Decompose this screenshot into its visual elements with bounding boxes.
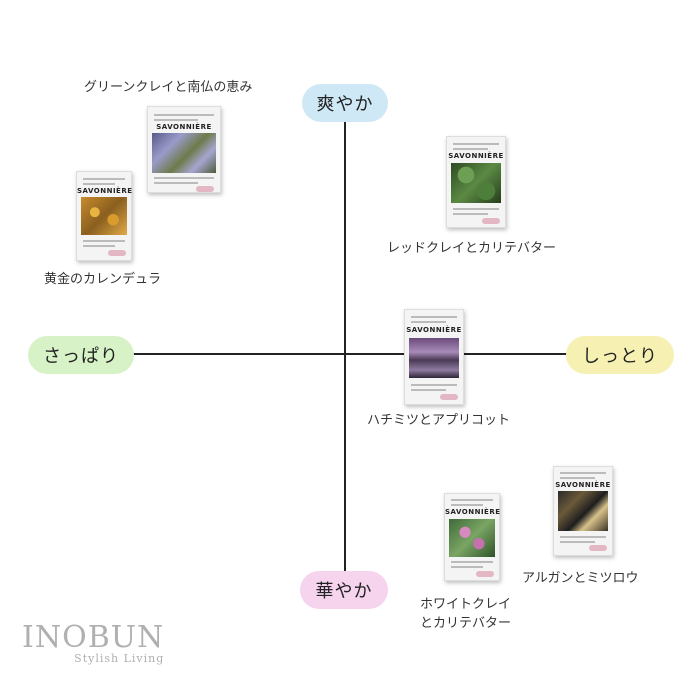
product-label-red-clay: レッドクレイとカリテバター (387, 241, 557, 256)
axis-label-bottom: 華やか (300, 571, 388, 609)
brand-label: SAVONNIÈRE (555, 481, 611, 489)
brand-label: SAVONNIÈRE (77, 187, 133, 195)
logo-name: INOBUN (22, 620, 165, 655)
product-package-argan-beeswax[interactable]: SAVONNIÈRE (553, 466, 613, 556)
product-label-argan-beeswax: アルガンとミツロウ (522, 571, 639, 586)
product-label-green-clay: グリーンクレイと南仏の恵み (84, 80, 253, 95)
brand-label: SAVONNIÈRE (448, 152, 504, 160)
vertical-axis (344, 100, 346, 580)
product-package-green-clay[interactable]: SAVONNIÈRE (147, 106, 221, 193)
product-label-honey-apricot: ハチミツとアプリコット (367, 413, 511, 428)
axis-label-left: さっぱり (28, 336, 134, 374)
product-photo (558, 491, 608, 531)
horizontal-axis (80, 353, 600, 355)
brand-label: SAVONNIÈRE (445, 508, 501, 516)
axis-label-top: 爽やか (302, 84, 388, 122)
product-package-white-clay[interactable]: SAVONNIÈRE (444, 493, 500, 581)
logo-tagline: Stylish Living (74, 652, 165, 665)
axis-label-right: しっとり (566, 336, 674, 374)
product-label-calendula: 黄金のカレンデュラ (44, 272, 162, 287)
product-label-line: ホワイトクレイ (420, 597, 512, 612)
product-label-line: とカリテバター (420, 616, 512, 631)
product-package-calendula[interactable]: SAVONNIÈRE (76, 171, 132, 261)
product-photo (409, 338, 459, 378)
inobun-logo: INOBUN Stylish Living (22, 620, 165, 666)
product-photo (451, 163, 501, 203)
product-photo (449, 519, 495, 557)
product-package-red-clay[interactable]: SAVONNIÈRE (446, 136, 506, 228)
product-photo (152, 133, 216, 173)
product-package-honey-apricot[interactable]: SAVONNIÈRE (404, 309, 464, 405)
product-label-white-clay: ホワイトクレイ とカリテバター (420, 595, 511, 633)
product-photo (81, 197, 127, 235)
brand-label: SAVONNIÈRE (406, 326, 462, 334)
brand-label: SAVONNIÈRE (156, 123, 212, 131)
